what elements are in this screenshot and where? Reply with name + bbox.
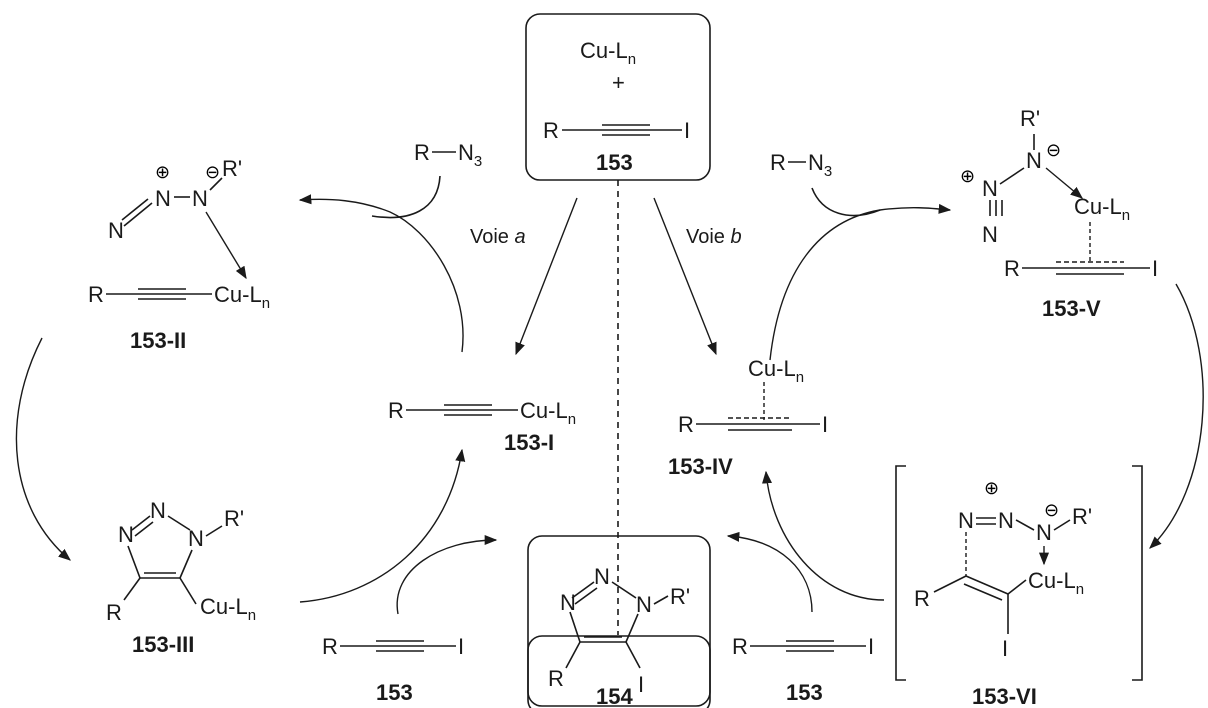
voie-a-arrow bbox=[515, 197, 578, 356]
label-153-top: 153 bbox=[596, 150, 633, 175]
svg-text:⊕: ⊕ bbox=[155, 162, 170, 182]
svg-text:Cu-Ln: Cu-Ln bbox=[520, 398, 576, 428]
azide-left: R N3 bbox=[414, 140, 482, 170]
svg-text:R': R' bbox=[1020, 106, 1040, 131]
svg-text:N: N bbox=[998, 508, 1014, 533]
svg-text:N: N bbox=[1036, 520, 1052, 545]
label-153-III: 153-III bbox=[132, 632, 194, 657]
intermediate-153-VI: ⊕ ⊖ N N N R' R Cu-Ln I 153-VI bbox=[895, 465, 1143, 708]
reagent-153-right: R I 153 bbox=[732, 634, 874, 705]
svg-text:N: N bbox=[636, 592, 652, 617]
intermediate-153-II: ⊕ ⊖ N N N R' R Cu-Ln 153-II bbox=[88, 156, 270, 353]
svg-text:Cu-Ln: Cu-Ln bbox=[1074, 194, 1130, 224]
voie-b-label: Voie b bbox=[686, 226, 742, 248]
azide-left-entry bbox=[371, 175, 441, 219]
right-lower-arc bbox=[761, 470, 885, 601]
svg-text:I: I bbox=[1152, 256, 1158, 281]
svg-text:Cu-Ln: Cu-Ln bbox=[214, 282, 270, 312]
svg-text:Cu-Ln: Cu-Ln bbox=[748, 356, 804, 386]
label-153-VI: 153-VI bbox=[972, 684, 1037, 708]
svg-text:R: R bbox=[732, 634, 748, 659]
svg-text:N: N bbox=[982, 222, 998, 247]
intermediate-153-III: N N N R' R Cu-Ln 153-III bbox=[106, 498, 256, 657]
left-lower-arc bbox=[299, 448, 466, 603]
left-outer-arc bbox=[15, 337, 71, 561]
svg-text:⊕: ⊕ bbox=[984, 478, 999, 498]
svg-text:N: N bbox=[188, 526, 204, 551]
svg-text:N3: N3 bbox=[458, 140, 482, 170]
product-box: N N N R' R I 154 bbox=[527, 535, 711, 708]
label-153-I: 153-I bbox=[504, 430, 554, 455]
reagent-153-left: R I 153 bbox=[322, 634, 464, 705]
svg-text:R: R bbox=[88, 282, 104, 307]
intermediate-153-IV: Cu-Ln R I 153-IV bbox=[668, 356, 828, 479]
svg-text:N: N bbox=[958, 508, 974, 533]
svg-text:I: I bbox=[1002, 636, 1008, 661]
svg-text:N: N bbox=[155, 186, 171, 211]
svg-text:N: N bbox=[560, 590, 576, 615]
label-154: 154 bbox=[596, 684, 633, 708]
azide-right-entry bbox=[811, 187, 881, 217]
svg-text:R: R bbox=[388, 398, 404, 423]
left-lower-entry bbox=[396, 534, 498, 615]
label-153-IV: 153-IV bbox=[668, 454, 733, 479]
svg-text:I: I bbox=[458, 634, 464, 659]
label-153-II: 153-II bbox=[130, 328, 186, 353]
label-153-V: 153-V bbox=[1042, 296, 1101, 321]
voie-b-arrow bbox=[653, 197, 717, 356]
right-upper-arc bbox=[769, 203, 952, 361]
voie-a-label: Voie a bbox=[470, 226, 526, 248]
svg-text:Cu-Ln: Cu-Ln bbox=[1028, 568, 1084, 598]
svg-text:R: R bbox=[914, 586, 930, 611]
svg-text:153: 153 bbox=[786, 680, 823, 705]
svg-text:N: N bbox=[982, 176, 998, 201]
svg-text:⊖: ⊖ bbox=[205, 162, 220, 182]
svg-text:N: N bbox=[594, 564, 610, 589]
svg-text:I: I bbox=[638, 672, 644, 697]
right-outer-arc bbox=[1149, 283, 1204, 549]
svg-text:R: R bbox=[543, 118, 559, 143]
svg-text:I: I bbox=[868, 634, 874, 659]
svg-text:R: R bbox=[678, 412, 694, 437]
svg-text:R': R' bbox=[222, 156, 242, 181]
svg-text:N: N bbox=[150, 498, 166, 523]
svg-text:Cu-Ln: Cu-Ln bbox=[580, 38, 636, 68]
svg-text:Cu-Ln: Cu-Ln bbox=[200, 594, 256, 624]
svg-text:R': R' bbox=[224, 506, 244, 531]
svg-text:N: N bbox=[118, 522, 134, 547]
left-upper-arc bbox=[298, 194, 464, 353]
svg-text:⊖: ⊖ bbox=[1046, 140, 1061, 160]
svg-text:N: N bbox=[1026, 148, 1042, 173]
svg-text:R: R bbox=[322, 634, 338, 659]
svg-text:R: R bbox=[106, 600, 122, 625]
svg-text:R: R bbox=[548, 666, 564, 691]
svg-text:R': R' bbox=[1072, 504, 1092, 529]
intermediate-153-V: R' N ⊖ ⊕ N N Cu-Ln R I 153-V bbox=[960, 106, 1158, 321]
svg-text:⊕: ⊕ bbox=[960, 166, 975, 186]
svg-text:R: R bbox=[770, 150, 786, 175]
svg-text:⊖: ⊖ bbox=[1044, 500, 1059, 520]
svg-text:I: I bbox=[822, 412, 828, 437]
azide-right: R N3 bbox=[770, 150, 832, 180]
svg-text:I: I bbox=[684, 118, 690, 143]
svg-text:N: N bbox=[192, 186, 208, 211]
svg-text:N: N bbox=[108, 218, 124, 243]
svg-text:153: 153 bbox=[376, 680, 413, 705]
svg-text:R: R bbox=[1004, 256, 1020, 281]
svg-text:R': R' bbox=[670, 584, 690, 609]
right-lower-exit bbox=[726, 531, 813, 613]
start-box: Cu-Ln + R I 153 bbox=[525, 13, 711, 181]
svg-text:+: + bbox=[612, 70, 625, 95]
svg-text:N3: N3 bbox=[808, 150, 832, 180]
intermediate-153-I: R Cu-Ln 153-I bbox=[388, 398, 576, 455]
svg-text:R: R bbox=[414, 140, 430, 165]
